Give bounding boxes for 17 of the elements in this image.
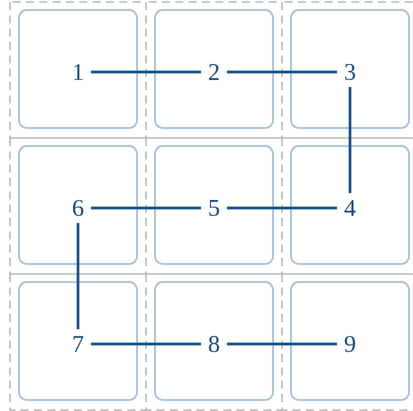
numbered-box: 9 bbox=[290, 281, 410, 401]
numbered-box: 6 bbox=[18, 145, 138, 265]
connector-line bbox=[226, 206, 338, 210]
numbered-box: 7 bbox=[18, 281, 138, 401]
connector-line bbox=[90, 70, 202, 74]
numbered-box: 2 bbox=[154, 9, 274, 129]
numbered-box: 1 bbox=[18, 9, 138, 129]
numbered-box: 3 bbox=[290, 9, 410, 129]
connector-line bbox=[90, 342, 202, 346]
numbered-box: 5 bbox=[154, 145, 274, 265]
connector-line bbox=[76, 223, 80, 330]
connector-line bbox=[90, 206, 202, 210]
numbered-box: 4 bbox=[290, 145, 410, 265]
connector-line bbox=[226, 70, 338, 74]
numbered-box: 8 bbox=[154, 281, 274, 401]
connector-line bbox=[226, 342, 338, 346]
connector-line bbox=[348, 87, 352, 194]
